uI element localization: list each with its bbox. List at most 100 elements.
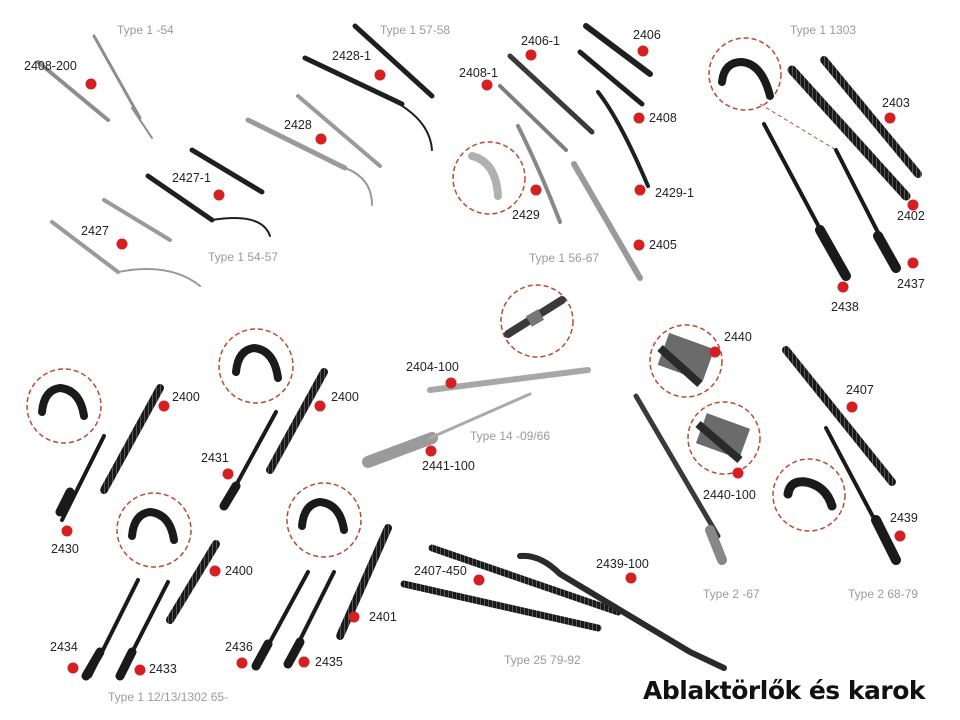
silver-blade-2408-200: [36, 34, 153, 139]
marker-2400-a: [158, 400, 170, 412]
group-label: Type 2 68-79: [848, 587, 919, 601]
detail-circle-2404-100: [500, 284, 574, 358]
part-label: 2400: [331, 390, 359, 404]
detail-circle-2430: [26, 368, 102, 444]
part-label: 2440: [724, 330, 752, 344]
part-label: 2429: [512, 208, 540, 222]
blade-2406-1: [498, 53, 595, 152]
marker-2441-100: [425, 445, 437, 457]
part-label: 2408: [649, 111, 677, 125]
group-label: Type 1 1303: [790, 23, 857, 37]
part-label: 2427-1: [172, 171, 211, 185]
marker-2400-c: [209, 565, 221, 577]
blade-type2-67: [633, 393, 727, 565]
part-label: 2403: [882, 96, 910, 110]
arms-type1-65: [55, 410, 336, 681]
part-label: 2439-100: [596, 557, 649, 571]
arm-2429-1: [596, 90, 650, 188]
part-label: 2407: [846, 383, 874, 397]
blade-2428-1: [302, 23, 435, 151]
part-label: 2406: [633, 28, 661, 42]
part-label: 2438: [831, 300, 859, 314]
part-label: 2428-1: [332, 49, 371, 63]
blade-2428: [245, 94, 382, 206]
part-label: 2408-200: [24, 59, 77, 73]
detail-circle-2433: [116, 492, 192, 568]
blades-type1-65: [100, 368, 392, 640]
blade-2427: [50, 198, 201, 287]
part-label: 2428: [284, 118, 312, 132]
group-label: Type 1 57-58: [380, 23, 451, 37]
arm-2441-100: [362, 392, 532, 468]
part-label: 2400: [172, 390, 200, 404]
part-label: 2404-100: [406, 360, 459, 374]
arm-2437: [834, 148, 901, 273]
marker-2408-1: [481, 79, 493, 91]
marker-2439-100: [625, 572, 637, 584]
marker-2408-200: [85, 78, 97, 90]
marker-2405: [633, 239, 645, 251]
marker-2403: [884, 112, 896, 124]
group-label: Type 1 12/13/1302 65-: [108, 690, 229, 704]
marker-2436: [236, 657, 248, 669]
part-label: 2405: [649, 238, 677, 252]
detail-circle-2429: [452, 141, 526, 215]
marker-2408: [633, 112, 645, 124]
part-markers: [61, 45, 919, 676]
marker-2401: [348, 611, 360, 623]
marker-2429: [530, 184, 542, 196]
part-label: 2429-1: [655, 186, 694, 200]
arm-2429: [516, 124, 562, 224]
part-label: 2427: [81, 224, 109, 238]
detail-circle-1303: [708, 37, 782, 111]
marker-2434: [67, 662, 79, 674]
detail-circle-2435: [286, 482, 362, 558]
marker-2404-100: [445, 377, 457, 389]
marker-2427-1: [213, 189, 225, 201]
marker-2400-b: [314, 400, 326, 412]
blade-2407-450: [400, 544, 622, 632]
part-label: 2440-100: [703, 488, 756, 502]
part-label: 2441-100: [422, 459, 475, 473]
marker-2429-1: [634, 184, 646, 196]
page-title: Ablaktörlők és karok: [643, 676, 926, 705]
marker-2438: [837, 281, 849, 293]
marker-2437: [907, 257, 919, 269]
part-label: 2437: [897, 277, 925, 291]
blade-2405: [571, 161, 643, 281]
detail-circle-2439: [772, 458, 846, 532]
part-label: 2402: [897, 209, 925, 223]
marker-2407-450: [473, 574, 485, 586]
blade-2404-100: [427, 367, 591, 393]
marker-2433: [134, 664, 146, 676]
part-label: 2434: [50, 640, 78, 654]
marker-2440-100: [732, 467, 744, 479]
marker-2431: [222, 468, 234, 480]
marker-2430: [61, 525, 73, 537]
part-label: 2407-450: [414, 564, 467, 578]
part-label: 2431: [201, 451, 229, 465]
marker-2406-1: [525, 49, 537, 61]
part-label: 2436: [225, 640, 253, 654]
blade-2427-1: [145, 147, 271, 237]
detail-circle-2431: [218, 328, 294, 404]
part-label: 2439: [890, 511, 918, 525]
part-label: 2430: [51, 542, 79, 556]
group-label: Type 1 -54: [117, 23, 174, 37]
part-label: 2433: [149, 662, 177, 676]
marker-2406: [637, 45, 649, 57]
marker-2407: [846, 401, 858, 413]
marker-2427: [116, 238, 128, 250]
marker-2440: [709, 346, 721, 358]
part-label: 2400: [225, 564, 253, 578]
group-label: Type 14 -09/66: [470, 429, 551, 443]
blade-2407: [782, 346, 896, 486]
part-label: 2406-1: [521, 34, 560, 48]
group-label: Type 1 56-67: [529, 251, 600, 265]
part-label: 2408-1: [459, 66, 498, 80]
arm-2439-100: [517, 552, 727, 671]
part-label: 2435: [315, 655, 343, 669]
marker-2428-1: [374, 69, 386, 81]
